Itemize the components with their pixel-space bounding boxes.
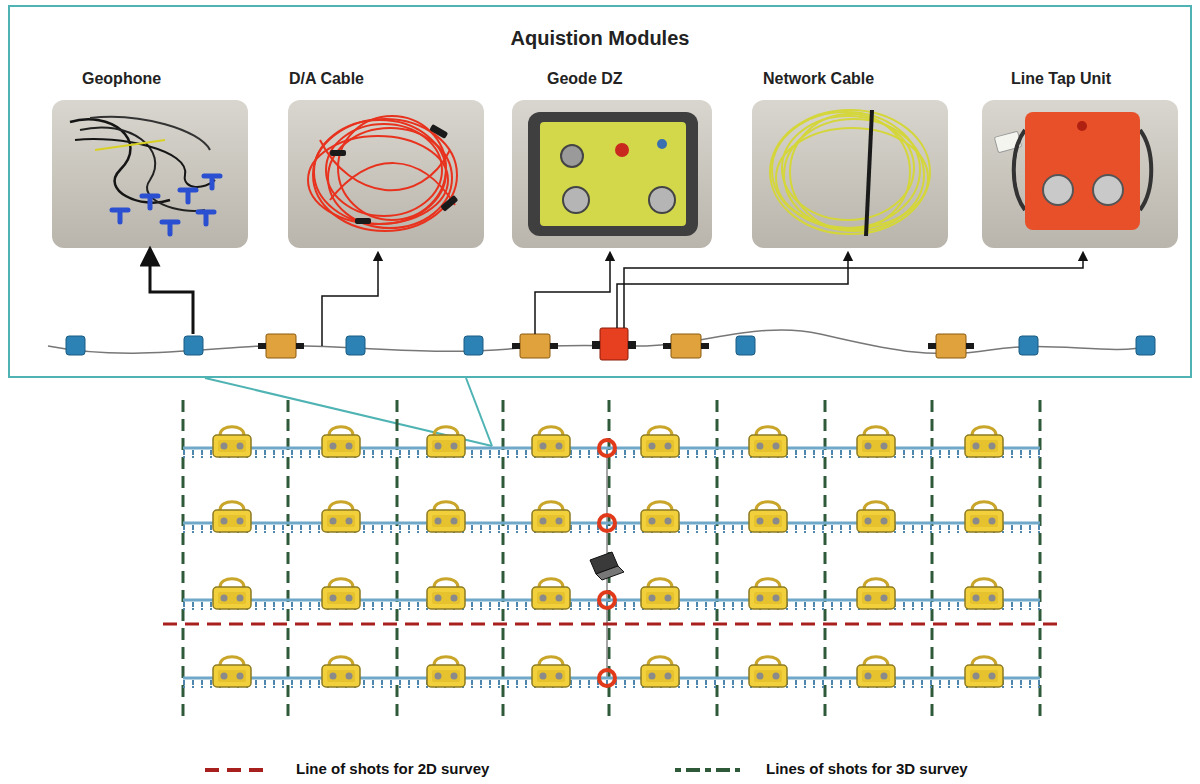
module-panel: Line Tap Unit	[982, 70, 1180, 250]
module-panel: Geophone	[52, 70, 250, 250]
line-tap-photo	[982, 100, 1178, 248]
shot-lines-3d	[183, 400, 1040, 720]
geophone-photo	[52, 100, 248, 248]
module-label: Line Tap Unit	[1011, 70, 1111, 88]
module-panel: D/A Cable	[288, 70, 486, 250]
geode-photo	[512, 100, 712, 248]
module-label: D/A Cable	[289, 70, 364, 88]
module-panel: Geode DZ	[512, 70, 710, 250]
legend-label: Lines of shots for 3D survey	[766, 760, 968, 777]
legend-sample-3d	[675, 768, 740, 772]
legend-sample-2d	[205, 768, 268, 772]
shot-line-2d	[163, 623, 1060, 626]
leader-arrows	[150, 256, 1083, 346]
module-frame: Aquistion ModulesGeophone D/A Cable Geode …	[8, 5, 1192, 378]
module-label: Network Cable	[763, 70, 874, 88]
legend-label: Line of shots for 2D survey	[296, 760, 489, 777]
network-cable-photo	[752, 100, 948, 248]
module-label: Geode DZ	[547, 70, 623, 88]
da-cable-photo	[288, 100, 484, 248]
module-panel: Network Cable	[752, 70, 950, 250]
module-label: Geophone	[82, 70, 161, 88]
frame-heading: Aquistion Modules	[10, 27, 1190, 50]
cable-strip	[48, 328, 1155, 360]
laptop-icon	[590, 552, 624, 580]
receiver-grid	[183, 427, 1040, 688]
